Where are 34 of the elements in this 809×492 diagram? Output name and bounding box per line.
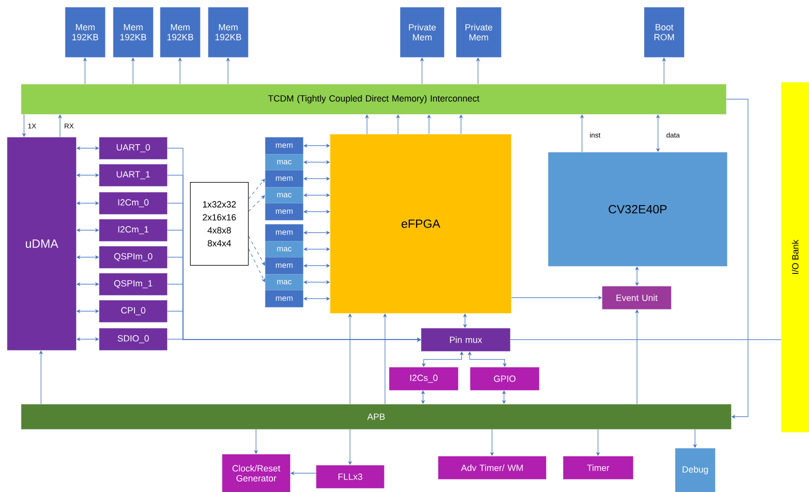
memory-block: Mem 192KB (208, 7, 248, 58)
memory-block: Mem 192KB (113, 7, 154, 58)
rom-block: Boot ROM (644, 7, 684, 58)
peripheral-box: QSPIm_0 (99, 246, 168, 268)
memory-block: Mem 192KB (160, 7, 200, 58)
arrow (248, 195, 265, 212)
arrow (726, 98, 748, 419)
peripheral-box: SDIO_0 (99, 328, 168, 350)
debug-box: Debug (675, 448, 716, 492)
peripheral-box: UART_0 (99, 137, 168, 160)
config-box: 1x32x32 2x16x16 4x8x8 8x4x4 (190, 182, 249, 266)
peripheral-box: QSPIm_1 (99, 273, 168, 296)
memory-block: Private Mem (400, 7, 444, 58)
pin-mux-box: Pin mux (421, 328, 510, 352)
peripheral-box: Adv Timer/ WM (438, 456, 546, 480)
udma-block: uDMA (7, 137, 76, 350)
peripheral-box: UART_1 (99, 164, 168, 186)
arrow (248, 178, 265, 200)
peripheral-box: FLLx3 (316, 465, 384, 488)
memory-block: Private Mem (456, 7, 502, 58)
io-bank-bar: I/O Bank (781, 82, 809, 432)
event-unit-box: Event Unit (602, 286, 672, 310)
peripheral-box: Timer (563, 456, 634, 480)
bus-bar: APB (21, 404, 732, 430)
peripheral-box: I2Cm_0 (99, 192, 168, 214)
peripheral-box: I2Cs_0 (389, 367, 458, 390)
peripheral-box: I2Cm_1 (99, 219, 168, 242)
memory-block: Mem 192KB (65, 7, 106, 58)
interconnect-bar: TCDM (Tightly Coupled Direct Memory) Interconnect (21, 84, 726, 114)
peripheral-box: GPIO (470, 367, 540, 390)
cpu-block: CV32E40P (548, 152, 728, 266)
peripheral-box: Clock/Reset Generator (222, 454, 290, 492)
fpga-block: eFPGA (330, 134, 512, 314)
peripheral-box: CPI_0 (99, 300, 168, 322)
